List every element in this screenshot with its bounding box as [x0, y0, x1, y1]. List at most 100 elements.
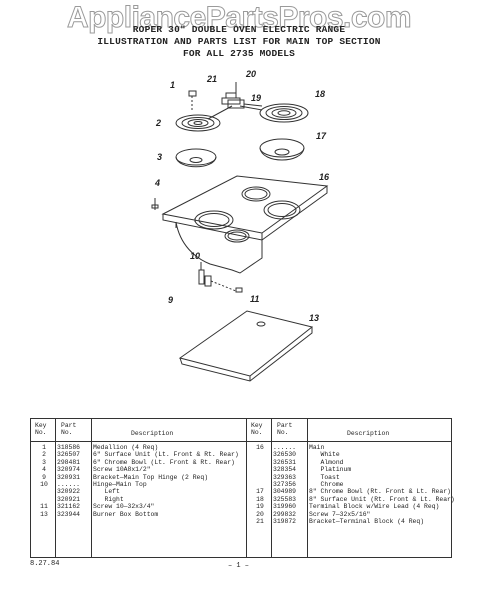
- header-part: Part No.: [277, 422, 293, 437]
- callout-1: 1: [170, 80, 176, 90]
- table-header: Key No. Part No. Description: [31, 419, 246, 442]
- surface-unit-8in: [239, 103, 309, 123]
- callout-10: 10: [190, 251, 201, 261]
- callout-18: 18: [315, 89, 326, 99]
- key-cell: 19: [256, 503, 264, 511]
- callout-20: 20: [246, 69, 257, 79]
- description-cell: Terminal Block w/Wire Lead (4 Req): [309, 503, 440, 511]
- page-title: ROPER 30" DOUBLE OVEN ELECTRIC RANGE ILL…: [0, 24, 478, 60]
- callout-11: 11: [250, 294, 260, 304]
- description-cell: Screw 7—32x5/16": [309, 510, 371, 518]
- part-number-cell: 326530: [273, 451, 297, 459]
- description-cell: Chrome: [309, 481, 344, 488]
- table-row: 328354 Platinum: [247, 466, 451, 473]
- table-row: 20 299832 Screw 7—32x5/16": [247, 511, 451, 518]
- part-number-cell: 320922: [57, 488, 81, 496]
- table-row: 320921 Right: [31, 496, 246, 503]
- table-row: 327356 Chrome: [247, 481, 451, 488]
- description-cell: 8" Surface Unit (Rt. Front & Lt. Rear): [309, 495, 455, 503]
- description-cell: 6" Chrome Bowl (Lt. Front & Rt. Rear): [93, 458, 235, 466]
- part-number-cell: ......: [57, 481, 81, 488]
- key-cell: 10: [40, 481, 48, 488]
- table-row: 326531 Almond: [247, 459, 451, 466]
- key-cell: 20: [256, 510, 264, 518]
- surface-unit-6in: [175, 105, 233, 132]
- description-cell: Almond: [309, 458, 344, 466]
- callout-2: 2: [156, 118, 162, 128]
- medallion: [188, 90, 197, 112]
- callout-19: 19: [251, 93, 262, 103]
- table-row: 10...... Hinge—Main Top: [31, 481, 246, 488]
- key-cell: 18: [256, 495, 264, 503]
- parts-table-right: Key No. Part No. Description 16......Mai…: [247, 419, 455, 557]
- title-line-3: FOR ALL 2735 MODELS: [182, 48, 296, 59]
- chrome-bowl-6in: [175, 148, 217, 168]
- part-number-cell: 323944: [57, 510, 81, 518]
- title-line-1: ROPER 30" DOUBLE OVEN ELECTRIC RANGE: [132, 24, 346, 35]
- description-cell: Right: [93, 495, 124, 503]
- description-cell: Toast: [309, 473, 340, 481]
- description-cell: Main: [309, 444, 325, 451]
- watermark: AppliancePartsPros.com: [66, 1, 412, 35]
- description-cell: Hinge—Main Top: [93, 481, 147, 488]
- part-number-cell: ......: [273, 444, 297, 451]
- table-row: 19 319960 Terminal Block w/Wire Lead (4 Re…: [247, 503, 451, 510]
- description-cell: Left: [93, 488, 120, 496]
- description-cell: 6" Surface Unit (Lt. Front & Rt. Rear): [93, 451, 239, 459]
- key-cell: 1: [42, 444, 46, 451]
- table-row: 18 325583 8" Surface Unit (Rt. Front & Lt.…: [247, 495, 455, 503]
- chrome-bowl-8in: [259, 138, 305, 161]
- header-key: Key No.: [251, 422, 263, 437]
- part-number-cell: 325583: [273, 495, 297, 503]
- description-cell: Burner Box Bottom: [93, 510, 159, 518]
- part-number-cell: 320921: [57, 495, 81, 503]
- screw-top: [151, 198, 159, 210]
- part-number-cell: 329363: [273, 473, 297, 481]
- table-row: 3 298481 6" Chrome Bowl (Lt. Front & Rt. R…: [31, 459, 246, 466]
- table-header: Key No. Part No. Description: [247, 419, 451, 442]
- description-cell: Bracket—Main Top Hinge (2 Req): [93, 473, 209, 481]
- part-number-cell: 320931: [57, 473, 81, 481]
- part-number-cell: 319960: [273, 503, 297, 511]
- part-number-cell: 328354: [273, 466, 297, 474]
- key-cell: 17: [256, 488, 264, 496]
- table-row: 320922 Left: [31, 488, 246, 495]
- table-row: 9 320931 Bracket—Main Top Hinge (2 Req): [31, 474, 246, 481]
- description-cell: Screw 10A8x1/2": [93, 466, 151, 474]
- key-cell: 21: [256, 518, 264, 525]
- part-number-cell: 304989: [273, 488, 297, 496]
- key-cell: 4: [42, 466, 46, 474]
- table-row: 16......Main: [247, 444, 451, 451]
- table-row: 326530 White: [247, 451, 451, 458]
- callout-13: 13: [309, 313, 320, 323]
- key-cell: 3: [42, 458, 46, 466]
- callout-21: 21: [207, 74, 218, 84]
- key-cell: 13: [40, 510, 48, 518]
- callout-17: 17: [316, 131, 327, 141]
- callout-9: 9: [168, 295, 174, 305]
- part-number-cell: 299832: [273, 510, 297, 518]
- hinge-assembly: [198, 262, 243, 293]
- header-description: Description: [347, 430, 390, 437]
- description-cell: Screw 10—32x3/4": [93, 503, 155, 511]
- part-number-cell: 327356: [273, 481, 297, 488]
- exploded-parts-diagram: [151, 82, 329, 382]
- part-number-cell: 326531: [273, 458, 297, 466]
- title-line-2: ILLUSTRATION AND PARTS LIST FOR MAIN TOP…: [97, 36, 381, 47]
- header-key: Key No.: [35, 422, 47, 437]
- terminal-block: [227, 99, 263, 109]
- table-row: 4 320974 Screw 10A8x1/2": [31, 466, 246, 473]
- part-number-cell: 298481: [57, 458, 81, 466]
- key-cell: 11: [40, 503, 48, 511]
- part-number-cell: 320974: [57, 466, 81, 474]
- page-number: – 1 –: [228, 562, 250, 570]
- burner-box-bottom: [178, 310, 314, 382]
- header-description: Description: [131, 430, 174, 437]
- key-cell: 9: [42, 473, 46, 481]
